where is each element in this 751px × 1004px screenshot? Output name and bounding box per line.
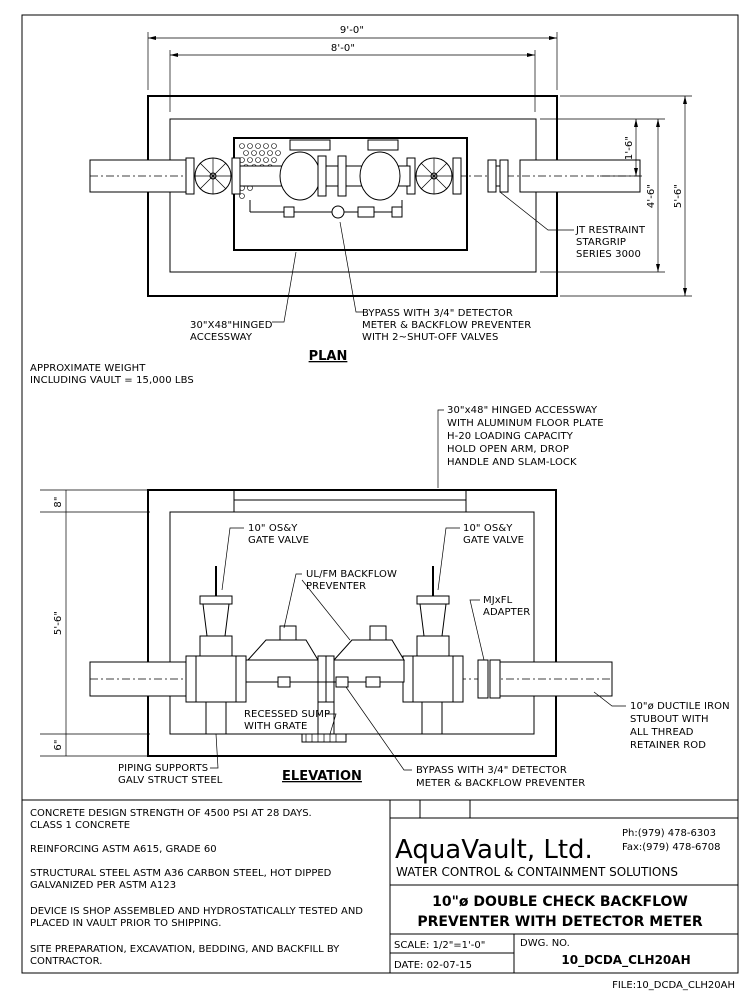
dim-outer-width: 9'-0": [340, 25, 364, 36]
note-4: DEVICE IS SHOP ASSEMBLED AND HYDROSTATIC…: [30, 906, 363, 929]
plan-vault-outer: [147, 95, 558, 297]
elevation-view: 30"x48" HINGED ACCESSWAY WITH ALUMINUM F…: [40, 405, 733, 789]
elev-backflow-label: UL/FM BACKFLOW PREVENTER: [306, 569, 400, 592]
elev-bypass-label: BYPASS WITH 3/4" DETECTOR METER & BACKFL…: [416, 765, 585, 789]
plan-callout-accessway: 30"X48"HINGED ACCESSWAY: [190, 320, 276, 343]
dim-plan-4-6: 4'-6": [646, 184, 657, 208]
plan-bypass-line: [249, 200, 403, 219]
plan-restraint: [487, 159, 509, 193]
date-label: DATE: 02-07-15: [394, 960, 472, 971]
elev-gate-valve-left-label: 10" OS&Y GATE VALVE: [248, 523, 309, 546]
dim-elev-6: 6": [53, 739, 64, 750]
company-phone: Ph:(979) 478-6303: [622, 828, 716, 839]
elev-bypass-line: [252, 676, 400, 688]
elev-sump-label: RECESSED SUMP WITH GRATE: [244, 709, 333, 732]
drawing-title-line-1: 10"ø DOUBLE CHECK BACKFLOW: [432, 894, 688, 910]
plan-backflow-preventer: [239, 139, 411, 201]
elev-support-left: [205, 701, 227, 735]
elevation-title: ELEVATION: [282, 769, 362, 784]
note-2: REINFORCING ASTM A615, GRADE 60: [30, 844, 217, 855]
dim-inner-width: 8'-0": [331, 43, 355, 54]
plan-callout-bypass: BYPASS WITH 3/4" DETECTOR METER & BACKFL…: [362, 308, 535, 343]
note-5: SITE PREPARATION, EXCAVATION, BEDDING, A…: [30, 944, 340, 967]
scale-label: SCALE: 1/2"=1'-0": [394, 940, 485, 951]
drawing-title-line-2: PREVENTER WITH DETECTOR METER: [417, 914, 703, 930]
elev-gate-valve-right: [402, 566, 464, 703]
elev-adapter: [477, 659, 489, 699]
company-tagline: WATER CONTROL & CONTAINMENT SOLUTIONS: [396, 865, 678, 879]
note-1: CONCRETE DESIGN STRENGTH OF 4500 PSI AT …: [30, 808, 312, 831]
elev-gate-valve-right-label: 10" OS&Y GATE VALVE: [463, 523, 524, 546]
plan-title: PLAN: [309, 349, 348, 364]
elev-hatch-cover: [233, 489, 467, 513]
title-block: AquaVault, Ltd. Ph:(979) 478-6303 Fax:(9…: [389, 800, 738, 973]
dim-elev-5-6: 5'-6": [53, 611, 64, 635]
plan-gate-valve-left: [185, 157, 241, 195]
dim-elev-8: 8": [53, 496, 64, 507]
file-label: FILE:10_DCDA_CLH20AH: [612, 980, 735, 991]
weight-note: APPROXIMATE WEIGHT INCLUDING VAULT = 15,…: [30, 363, 194, 386]
elev-supports-label: PIPING SUPPORTS GALV STRUCT STEEL: [118, 763, 223, 786]
plan-callout-restraint: JT RESTRAINT STARGRIP SERIES 3000: [575, 225, 648, 260]
elev-support-right: [421, 701, 443, 735]
note-3: STRUCTURAL STEEL ASTM A36 CARBON STEEL, …: [30, 868, 332, 891]
plan-gate-valve-right: [406, 157, 462, 195]
company-name: AquaVault, Ltd.: [395, 835, 593, 865]
dwg-no-value: 10_DCDA_CLH20AH: [561, 953, 690, 968]
elev-callout-accessway: 30"x48" HINGED ACCESSWAY WITH ALUMINUM F…: [447, 405, 607, 468]
plan-view: 9'-0" 8'-0": [89, 25, 692, 364]
dim-plan-1-6: 1'-6": [624, 136, 635, 160]
dwg-no-label: DWG. NO.: [520, 938, 570, 949]
company-fax: Fax:(979) 478-6708: [622, 842, 720, 853]
elev-backflow-preventer: [245, 625, 405, 703]
dim-plan-5-6: 5'-6": [673, 184, 684, 208]
elev-gate-valve-left: [185, 566, 247, 703]
elev-stubout-label: 10"ø DUCTILE IRON STUBOUT WITH ALL THREA…: [630, 701, 733, 751]
plan-vault-inner: [169, 118, 537, 273]
elev-adapter-label: MJxFL ADAPTER: [483, 595, 530, 618]
general-notes: CONCRETE DESIGN STRENGTH OF 4500 PSI AT …: [30, 808, 363, 967]
sheet-border: [21, 14, 739, 974]
